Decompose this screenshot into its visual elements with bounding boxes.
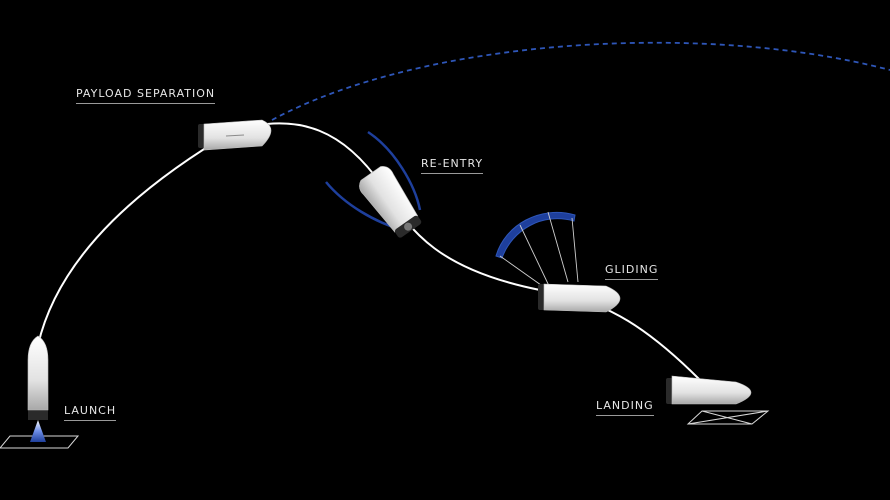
label-payload-separation: PAYLOAD SEPARATION: [76, 87, 216, 104]
trajectory-path: [37, 122, 701, 381]
payload-separation-vehicle: [198, 119, 272, 151]
landing-pad: [686, 410, 770, 425]
parafoil-canopy: [495, 211, 576, 259]
label-reentry: RE-ENTRY: [421, 157, 484, 174]
orbit-dashed-path: [271, 41, 890, 121]
label-landing: LANDING: [596, 399, 654, 416]
reentry-vehicle: [325, 130, 422, 238]
parafoil-lines: [499, 211, 579, 291]
launch-vehicle: [27, 335, 49, 442]
launch-pad: [0, 435, 80, 449]
label-gliding: GLIDING: [605, 263, 659, 280]
label-launch: LAUNCH: [64, 404, 117, 421]
landing-vehicle: [666, 375, 752, 405]
reentry-plasma-arc-outer: [367, 130, 422, 211]
gliding-vehicle: [495, 211, 621, 313]
